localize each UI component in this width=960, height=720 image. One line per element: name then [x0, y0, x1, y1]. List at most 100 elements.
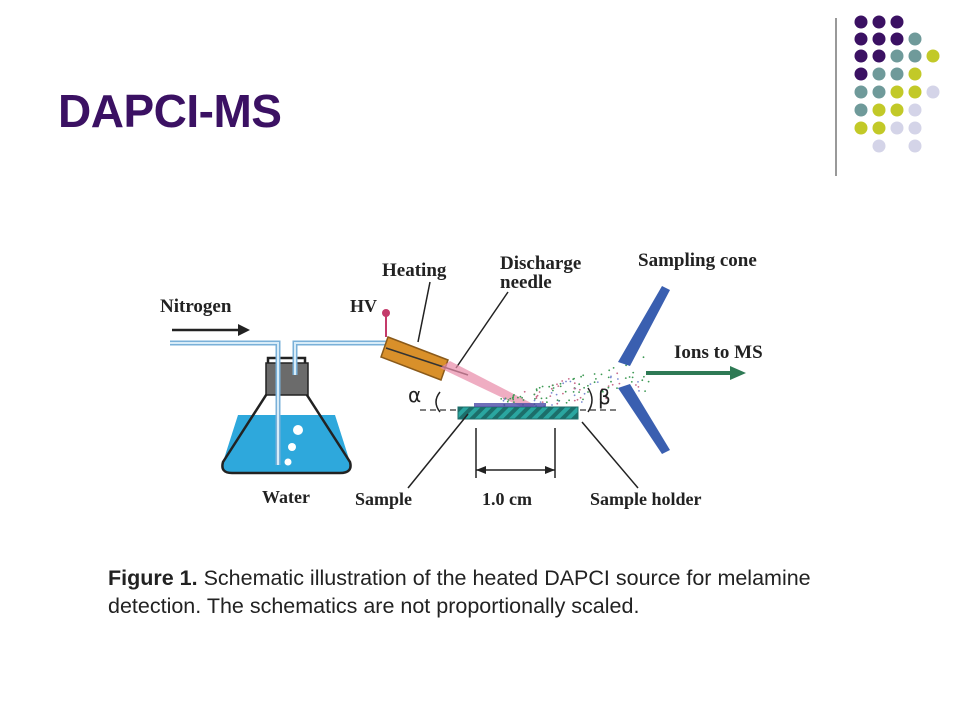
pointer-holder	[581, 421, 639, 489]
decor-dot	[908, 139, 922, 153]
label-nitrogen: Nitrogen	[160, 296, 232, 317]
spray-particle	[556, 399, 559, 401]
spray-particle	[546, 401, 548, 404]
spray-particle	[503, 398, 506, 401]
spray-particle	[573, 394, 576, 397]
decor-dot	[854, 32, 868, 46]
spray-particle	[605, 397, 608, 400]
decor-dot	[890, 15, 904, 29]
spray-particle	[557, 385, 560, 387]
spray-particle	[538, 386, 541, 389]
spray-particle	[507, 399, 510, 401]
label-sample: Sample	[355, 489, 412, 509]
decor-dot	[890, 85, 904, 99]
spray-particle	[559, 385, 562, 388]
decor-dot	[908, 85, 922, 99]
decor-dot	[890, 32, 904, 46]
decor-dot	[908, 121, 922, 135]
spray-particle	[555, 393, 558, 396]
bubble	[284, 458, 292, 466]
spray-particle	[637, 386, 640, 388]
decor-dot	[908, 103, 922, 117]
decor-dot	[872, 85, 886, 99]
decor-dot	[908, 32, 922, 46]
hv-terminal	[382, 309, 390, 317]
pointer-needle	[455, 291, 509, 369]
spray-particle	[582, 374, 585, 377]
figure-caption: Figure 1. Schematic illustration of the …	[108, 564, 868, 620]
spray-particle	[573, 399, 576, 402]
label-discharge: Discharge	[500, 253, 581, 274]
spray-particle	[513, 394, 515, 396]
spray-particle	[512, 396, 514, 399]
caption-text: Schematic illustration of the heated DAP…	[108, 565, 811, 618]
label-sample-holder: Sample holder	[590, 489, 702, 509]
spray-particle	[583, 386, 585, 389]
spray-particle	[643, 375, 645, 378]
spray-particle	[600, 373, 603, 376]
spray-particle	[559, 382, 562, 385]
label-ions-to-ms: Ions to MS	[674, 342, 763, 363]
spray-particle	[556, 402, 559, 405]
decorative-dot-grid	[835, 15, 940, 176]
label-water: Water	[262, 487, 310, 507]
spray-particle	[506, 400, 509, 403]
spray-particle	[539, 401, 542, 403]
spray-particle	[552, 389, 554, 392]
pointer-heating	[417, 281, 431, 343]
spray-particle	[580, 375, 582, 378]
spray-particle	[573, 387, 576, 390]
spray-particle	[564, 390, 567, 393]
spray-particle	[580, 401, 583, 403]
spray-particle	[521, 396, 523, 399]
spray-particle	[616, 372, 619, 375]
spray-particle	[500, 398, 503, 400]
spray-particle	[548, 385, 551, 388]
spray-particle	[533, 399, 536, 402]
spray-particle	[519, 395, 522, 398]
dot-pattern	[854, 15, 940, 153]
decor-dot	[926, 85, 940, 99]
spray-particle	[593, 381, 596, 384]
sample-holder	[457, 406, 579, 420]
decor-dot	[890, 49, 904, 63]
spray-particle	[612, 367, 615, 369]
label-beta: β	[598, 385, 611, 409]
spray-particle	[562, 392, 564, 395]
spray-particle	[625, 364, 627, 367]
spray-particle	[642, 356, 645, 359]
spray-particle	[538, 391, 541, 393]
label-alpha: α	[408, 383, 421, 407]
flask-stopper	[265, 362, 309, 396]
spray-particle	[611, 383, 614, 386]
spray-particle	[635, 384, 637, 386]
decor-dot	[872, 32, 886, 46]
spray-particle	[550, 387, 553, 390]
spray-particle	[541, 401, 544, 403]
decor-dot	[854, 67, 868, 81]
spray-particle	[641, 379, 644, 382]
nitrogen-arrowhead	[238, 324, 250, 336]
spray-particle	[573, 382, 576, 385]
spray-particle	[540, 397, 543, 400]
decor-dot	[854, 103, 868, 117]
spray-particle	[632, 371, 635, 374]
spray-particle	[534, 398, 536, 400]
sampling-cone-upper	[618, 286, 670, 366]
spray-particle	[512, 398, 515, 401]
beta-arc	[587, 387, 593, 413]
label-sampling-cone: Sampling cone	[638, 250, 757, 271]
spray-particle	[616, 387, 618, 389]
label-scale: 1.0 cm	[482, 489, 532, 509]
spray-particle	[572, 391, 575, 393]
spray-particle	[579, 388, 581, 391]
decor-dot	[854, 15, 868, 29]
spray-particle	[595, 378, 597, 380]
bubble	[293, 425, 303, 435]
pointer-sample	[407, 413, 469, 489]
spray-particle	[535, 397, 538, 399]
spray-particle	[610, 380, 612, 383]
ion-spray	[499, 356, 650, 412]
spray-particle	[579, 396, 582, 399]
decor-dot	[890, 103, 904, 117]
